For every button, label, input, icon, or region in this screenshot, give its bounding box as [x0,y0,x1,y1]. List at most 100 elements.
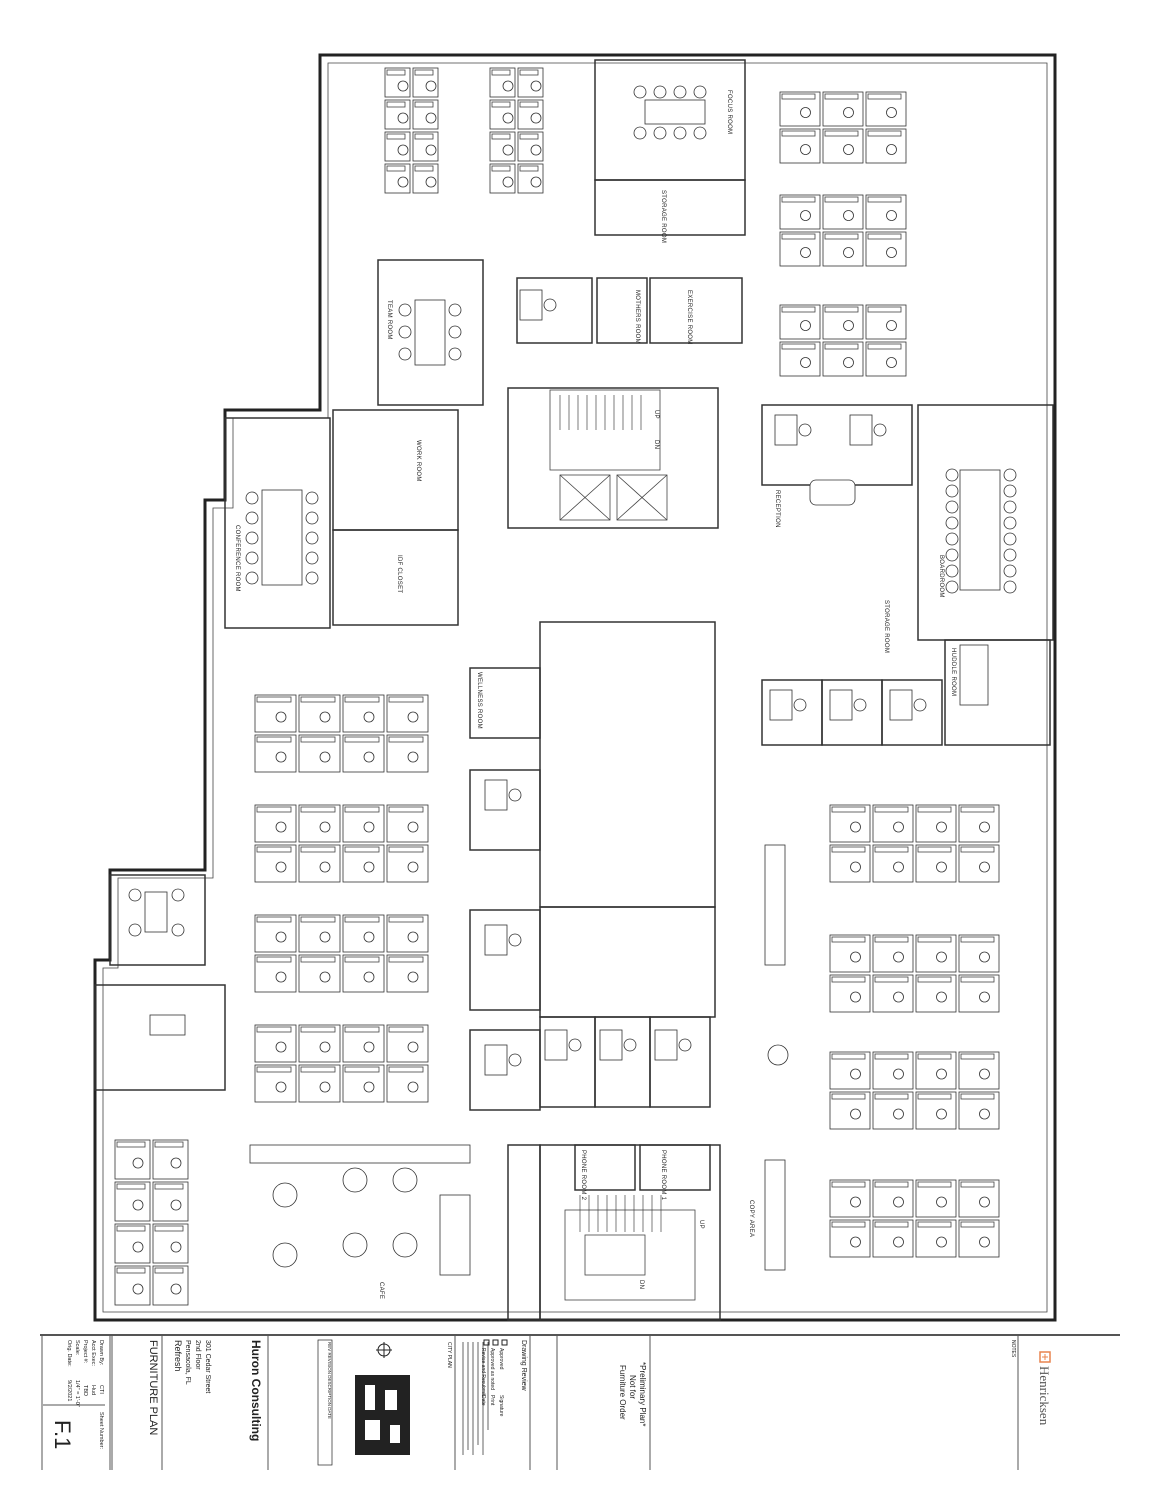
desk-return [960,976,995,983]
chair [407,1081,419,1093]
desk [829,1091,871,1130]
chair [1003,548,1017,562]
chair [979,821,990,833]
signature-label: Signature [498,1395,504,1417]
chair [945,564,959,578]
address-line-2: 2nd Floor [194,1340,201,1370]
chair [893,861,904,873]
office-desk [849,414,887,446]
desk-return [300,736,336,743]
workstation [489,67,516,98]
workstation [958,1219,1000,1258]
desk-return [154,1141,184,1148]
office-desk [599,1029,637,1061]
desk [114,1265,151,1306]
desk-return [831,1181,866,1188]
room-label-wellness-room: WELLNESS ROOM [476,672,482,729]
chair [363,751,375,763]
desk [958,934,1000,973]
desk [915,1179,957,1218]
office-desk [774,414,812,446]
workstation [114,1265,151,1306]
workstation [114,1139,151,1180]
desk-return [344,696,380,703]
chair [936,1108,947,1120]
chair [530,144,542,156]
chair [979,861,990,873]
chair [171,923,185,937]
desk [298,1024,341,1063]
chair [886,247,897,258]
chair [843,107,854,118]
workstation [958,934,1000,973]
workstation [298,734,341,773]
workstation [872,844,914,883]
chair [1003,484,1017,498]
desk [915,804,957,843]
desk-return [867,233,902,240]
workstation [386,694,429,733]
workstation [298,804,341,843]
desk [779,194,821,230]
chair [397,112,409,124]
desk [254,1064,297,1103]
desk-return [519,69,539,76]
chair [275,1081,287,1093]
office-desk [519,289,557,321]
henricksen-logo: Henricksen [1037,1351,1052,1426]
chair [363,1081,375,1093]
cafe-tables [249,844,789,1271]
revise-resubmit-label: Revise and Resubmit [480,1348,486,1396]
workstation [865,194,907,230]
desk-return [917,1053,952,1060]
workstation [412,99,439,130]
chair [502,80,514,92]
desk-return [831,976,866,983]
desk-return [917,1181,952,1188]
desk [822,128,864,164]
workstation [822,194,864,230]
chair [800,210,811,221]
chair [502,144,514,156]
notes-label: NOTES [1010,1340,1016,1358]
room-label-phone-room-2: PHONE ROOM 2 [580,1150,586,1201]
chair [945,580,959,594]
chair [171,888,185,902]
workstation [822,341,864,377]
revise-resubmit-checkbox[interactable] [483,1339,490,1346]
office-desk [484,779,522,811]
desk-return [960,936,995,943]
desk-return [116,1183,146,1190]
workstation [517,99,544,130]
desk [958,974,1000,1013]
desk [915,974,957,1013]
workstation [829,934,871,973]
desk-return [781,306,816,313]
desk-return [388,956,424,963]
desk [865,341,907,377]
desk [829,844,871,883]
desk [872,934,914,973]
office-desk [889,689,927,721]
desk [544,1029,568,1061]
workstation [872,804,914,843]
desk [829,934,871,973]
workstation [829,1219,871,1258]
desk [829,1179,871,1218]
disclaimer-line-2: Not for [628,1375,637,1399]
workstation [342,954,385,993]
chair [913,698,927,712]
chair [305,491,319,505]
approved-checkbox[interactable] [501,1339,508,1346]
chair [275,821,287,833]
workstation [384,67,411,98]
workstation [254,844,297,883]
drawn-by-value: CTI [98,1385,104,1394]
desk-return [519,101,539,108]
desk [822,91,864,127]
chair [407,931,419,943]
chair [363,821,375,833]
workstation [872,1051,914,1090]
approved-as-noted-checkbox[interactable] [492,1339,499,1346]
desk-return [388,1066,424,1073]
